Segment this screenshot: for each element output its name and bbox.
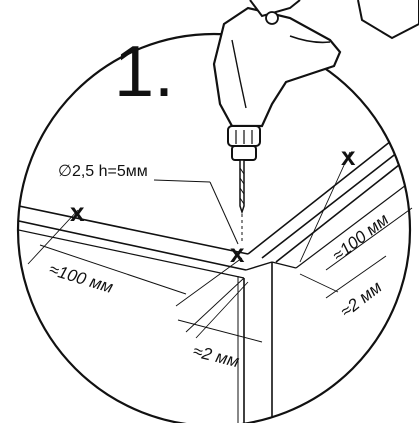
dimension-lines <box>27 151 413 343</box>
corner-joint-front <box>271 261 297 269</box>
right-dimension-line <box>325 207 413 271</box>
box-corner <box>357 0 419 40</box>
dimension-right-label: ≈100 мм <box>329 210 393 266</box>
drill-body <box>212 6 342 128</box>
drill-spec-label: ∅2,5 h=5мм <box>58 163 148 180</box>
dimension-side-gap-label: ≈2 мм <box>337 277 386 321</box>
drill-body-seam <box>231 39 247 109</box>
right-panel-edge-outer <box>275 149 410 263</box>
drill-bit <box>239 159 245 215</box>
dimension-left-label: ≈100 мм <box>47 260 116 297</box>
cabinet-panels <box>18 125 410 423</box>
left-panel-edge-top <box>18 219 247 271</box>
left-dimension-line <box>39 244 187 295</box>
dimension-front-gap-label: ≈2 мм <box>191 341 241 371</box>
left-panel-edge-back <box>18 204 249 255</box>
left-dimension-extension-end <box>175 257 243 307</box>
drill-chuck-lower <box>231 145 257 161</box>
drill-trigger <box>265 11 279 25</box>
mark-cross-right: x <box>341 141 356 171</box>
right-panel-edge-back <box>247 125 410 255</box>
spec-leader-horizontal <box>153 179 211 183</box>
step-number: 1. <box>114 32 174 112</box>
right-dimension-extension-a <box>299 151 351 263</box>
front-gap-extension-a <box>185 277 245 333</box>
drill-icon <box>212 0 342 244</box>
front-gap-extension-b <box>195 281 249 339</box>
corner-joint <box>245 261 273 271</box>
left-dimension-extension <box>27 209 79 265</box>
right-panel-edge-inner <box>261 137 410 259</box>
mark-cross-center: x <box>230 238 245 268</box>
right-gap-line <box>325 255 387 299</box>
mark-cross-left: x <box>70 197 85 227</box>
right-panel-edge-front <box>295 175 410 269</box>
spec-leader-diagonal <box>209 181 239 245</box>
drill-grip-line <box>289 35 331 44</box>
drill-handle <box>249 0 301 18</box>
right-gap-extension <box>299 273 339 293</box>
front-gap-line <box>177 319 263 343</box>
